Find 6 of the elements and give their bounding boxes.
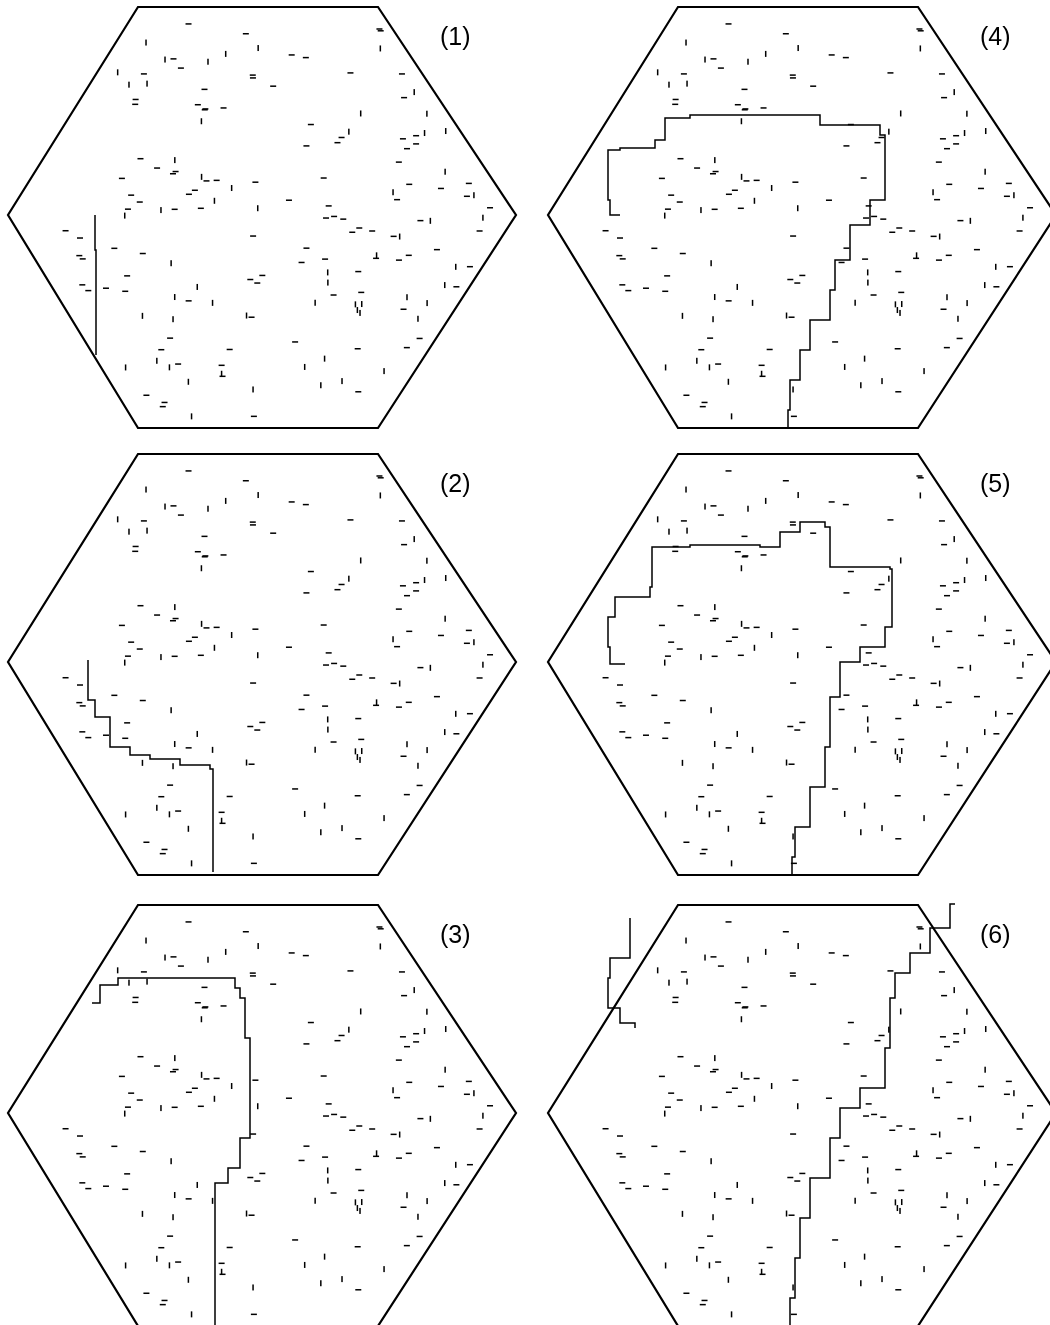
panel-number: (1): [440, 22, 471, 51]
panel-number: (6): [980, 920, 1011, 949]
panel-number: (5): [980, 469, 1011, 498]
panel-number: (3): [440, 920, 471, 949]
panel-number: (4): [980, 22, 1011, 51]
panel-number: (2): [440, 469, 471, 498]
